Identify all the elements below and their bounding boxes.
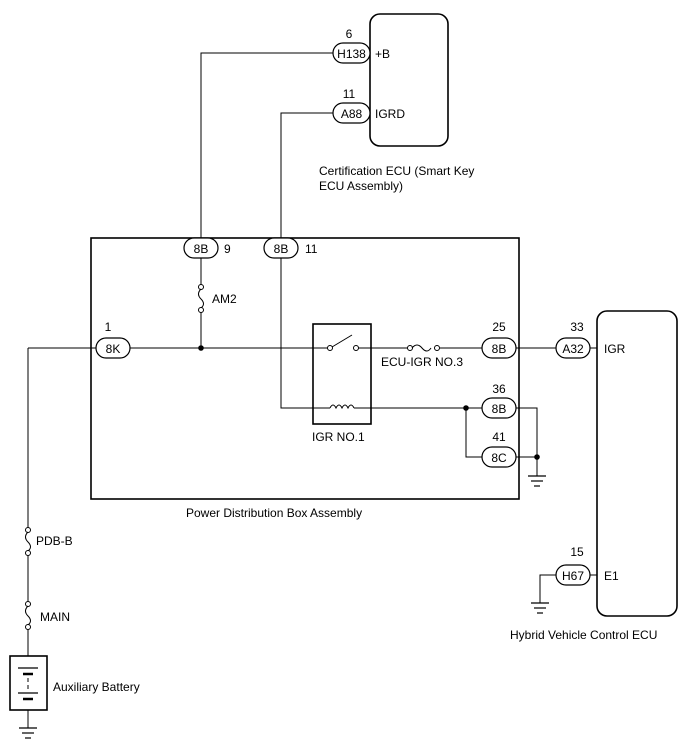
- connector-a88-pin: 11: [343, 87, 356, 101]
- relay-switch-contact: [327, 334, 359, 351]
- ground-icon: [528, 475, 546, 487]
- connector-h138-id: H138: [337, 47, 366, 61]
- junction-dot: [534, 454, 540, 460]
- connector-8b-9: [183, 237, 219, 259]
- connector-8b-11: [263, 237, 299, 259]
- signal-plus-b: +B: [375, 47, 390, 61]
- connector-8c-41-id: 8C: [491, 451, 507, 465]
- connector-h67: [555, 564, 591, 586]
- connector-a32-id: A32: [562, 342, 584, 356]
- connector-8b-36: [481, 397, 517, 419]
- connector-a88: [332, 102, 371, 124]
- fuse-am2-label: AM2: [212, 292, 237, 306]
- fuse-ecu-igr-icon: [407, 344, 440, 352]
- fuse-pdb-b-label: PDB-B: [36, 534, 73, 548]
- connector-8k-1-pin: 1: [105, 320, 112, 334]
- fuse-main-label: MAIN: [40, 610, 70, 624]
- connector-8k-1-id: 8K: [106, 342, 121, 356]
- fuse-am2-icon: [198, 284, 204, 313]
- relay-label: IGR NO.1: [312, 430, 365, 444]
- connector-8b-36-id: 8B: [492, 402, 507, 416]
- fuse-pdb-b-icon: [25, 527, 31, 556]
- connector-h67-id: H67: [562, 569, 584, 583]
- connector-8b-9-id: 8B: [194, 242, 209, 256]
- connector-8c-41: [481, 446, 517, 468]
- connector-h67-pin: 15: [570, 545, 584, 559]
- connector-8b-36-pin: 36: [492, 382, 506, 396]
- power-distribution-box-label: Power Distribution Box Assembly: [186, 506, 362, 520]
- certification-ecu-label-line2: ECU Assembly): [319, 179, 403, 193]
- connector-8b-25-pin: 25: [492, 320, 506, 334]
- relay-coil-icon: [329, 404, 355, 410]
- ground-icon: [531, 602, 549, 614]
- certification-ecu-box: [369, 13, 449, 147]
- connector-8b-11-id: 8B: [274, 242, 289, 256]
- connector-8c-41-pin: 41: [492, 430, 506, 444]
- fuse-main-icon: [25, 601, 31, 630]
- relay-box: [312, 323, 372, 425]
- junction-dot: [198, 345, 204, 351]
- hybrid-vehicle-control-ecu-label: Hybrid Vehicle Control ECU: [510, 628, 657, 642]
- connector-a32-pin: 33: [570, 320, 584, 334]
- junction-dot: [463, 405, 469, 411]
- power-distribution-box: [90, 237, 520, 500]
- connector-8b-25-id: 8B: [492, 342, 507, 356]
- connector-8b-25: [481, 337, 517, 359]
- battery-icon: [18, 667, 38, 701]
- signal-igrd: IGRD: [375, 107, 405, 121]
- signal-igr: IGR: [604, 342, 626, 356]
- connector-a32: [555, 337, 591, 359]
- connector-h138: [332, 42, 371, 64]
- fuse-ecu-igr-label: ECU-IGR NO.3: [381, 355, 463, 369]
- connector-8k-1: [95, 337, 131, 359]
- connector-8b-9-pin: 9: [224, 242, 231, 256]
- hybrid-vehicle-control-ecu-box: [596, 310, 678, 617]
- certification-ecu-label: Certification ECU (Smart Key: [319, 164, 474, 178]
- wires: [27, 52, 597, 728]
- connector-8b-11-pin: 11: [305, 242, 318, 256]
- battery-box: [9, 655, 48, 711]
- connector-h138-pin: 6: [346, 27, 353, 41]
- connector-a88-id: A88: [341, 107, 363, 121]
- signal-e1: E1: [604, 569, 619, 583]
- battery-label: Auxiliary Battery: [53, 680, 140, 694]
- ground-icon: [19, 727, 37, 739]
